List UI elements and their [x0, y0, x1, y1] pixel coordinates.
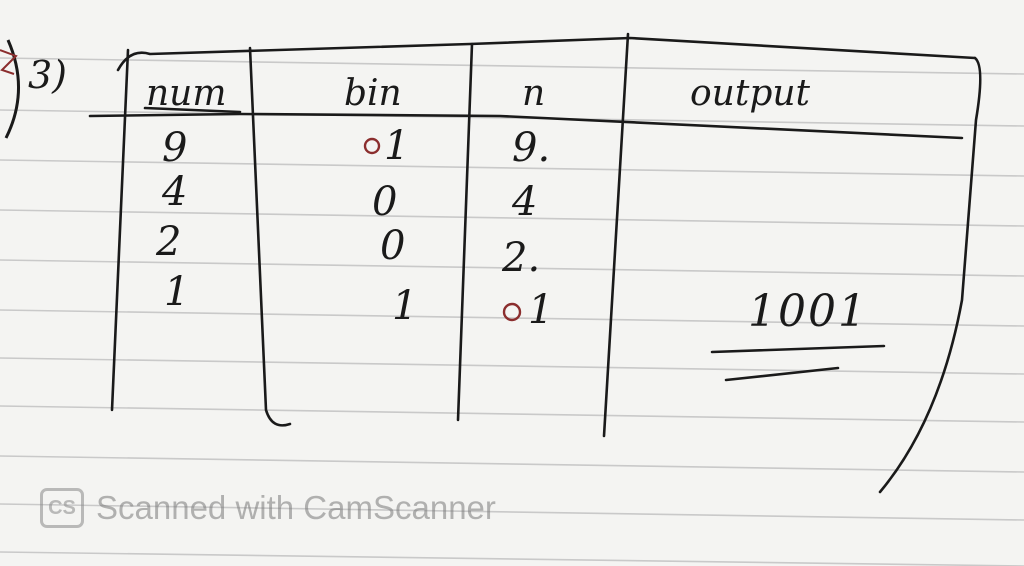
cell-n-row-1: 9. — [512, 125, 551, 171]
cell-bin-row-1: 1 — [384, 123, 410, 169]
ruled-lines — [0, 57, 1024, 566]
header-under-marks — [143, 106, 242, 114]
col-divider-1 — [248, 46, 292, 427]
column-header-n: n — [522, 73, 546, 114]
answer-underline-1 — [710, 344, 886, 354]
cell-bin-row-4: 1 — [392, 283, 418, 329]
cell-n-row-4: 1 — [528, 287, 554, 333]
watermark-text: Scanned with CamScanner — [96, 489, 496, 526]
camscanner-logo-icon: CS — [40, 488, 84, 528]
problem-bracket — [4, 39, 20, 139]
cell-num-row-4: 1 — [164, 269, 190, 315]
cell-num-row-1: 9 — [162, 125, 188, 171]
cell-n-row-3: 2. — [502, 235, 541, 281]
cell-num-row-3: 2 — [156, 219, 182, 265]
table-header-divider — [88, 112, 964, 140]
cell-num-row-2: 4 — [162, 169, 188, 215]
cell-bin-row-2: 0 — [372, 179, 398, 225]
column-header-output: output — [690, 73, 811, 114]
table-top-border — [116, 36, 977, 72]
col-divider-3 — [602, 32, 630, 438]
camscanner-watermark: CS Scanned with CamScanner — [40, 486, 496, 530]
bin-strike-mark — [363, 137, 381, 155]
problem-scribble — [0, 49, 18, 75]
problem-number: 3) — [28, 53, 68, 97]
col-divider-2 — [456, 42, 474, 422]
cell-n-row-2: 4 — [512, 179, 538, 225]
cell-bin-row-3: 0 — [380, 223, 406, 269]
answer-underline-2 — [724, 366, 840, 382]
table-left-border — [110, 48, 130, 412]
table-right-border — [878, 56, 982, 494]
column-header-num: num — [146, 73, 227, 114]
table-strokes — [88, 32, 982, 494]
column-header-bin: bin — [344, 73, 402, 114]
n-strike-mark — [502, 302, 522, 322]
output-value: 1001 — [748, 286, 868, 337]
